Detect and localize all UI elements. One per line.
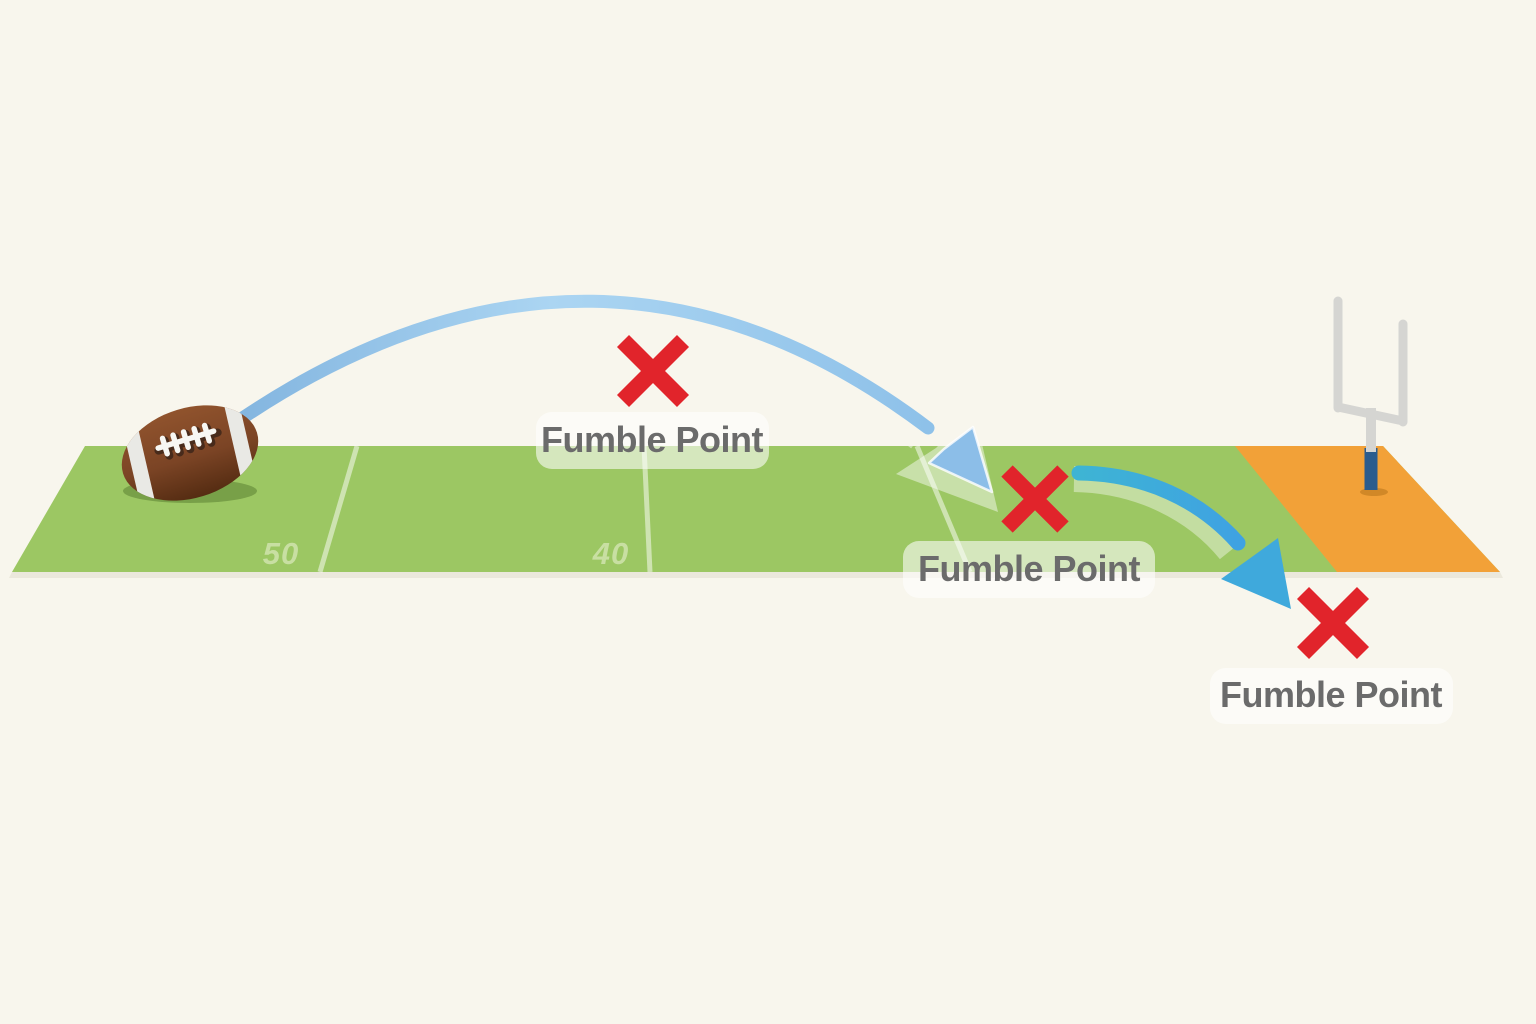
arc-arrowhead (927, 425, 994, 494)
football-laces (154, 422, 222, 460)
fumble-point-label-1: Fumble Point (541, 419, 764, 460)
goalpost-icon (1333, 296, 1408, 496)
x-marker-icon-1 (616, 334, 690, 408)
fumble-point-label-2: Fumble Point (918, 548, 1141, 589)
yard-number-50: 50 (263, 536, 299, 571)
goalpost-crossbar (1337, 402, 1404, 426)
endzone (1235, 446, 1500, 572)
bounce-arrowhead (1221, 538, 1291, 609)
fumble-point-label-bg-2 (903, 541, 1155, 598)
bounce-arrow-shaft (1071, 465, 1246, 551)
fumble-point-label-bg-1 (536, 412, 769, 469)
yard-number-40: 40 (592, 536, 629, 571)
yard-line-50 (317, 445, 360, 573)
arc-arrow-shaft (237, 294, 935, 435)
x-marker-icon-3 (1296, 586, 1370, 660)
x-marker-icon-2 (1001, 465, 1069, 533)
bounce-arrow-icon (1071, 465, 1291, 609)
arc-arrow-icon (237, 294, 994, 494)
fumble-point-label-bg-3 (1210, 668, 1453, 724)
football-stripe-right (222, 392, 259, 490)
fumble-point-label-3: Fumble Point (1220, 674, 1443, 715)
